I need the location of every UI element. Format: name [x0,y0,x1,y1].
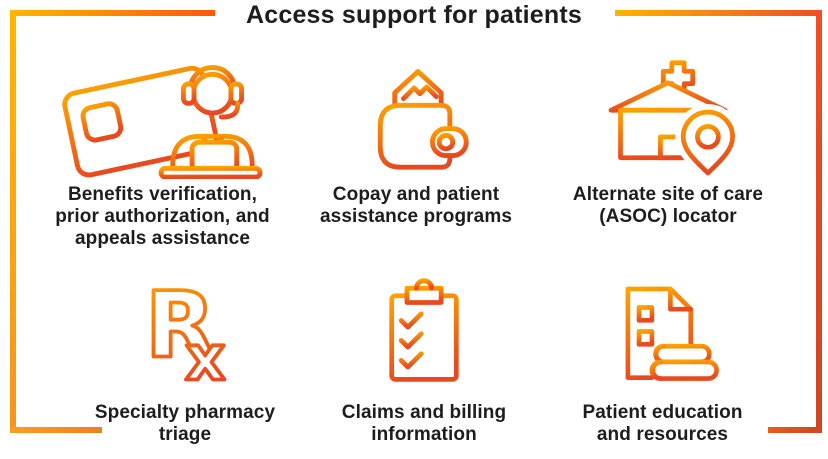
frame-bottom-left-segment [10,427,102,433]
feature-label: Alternate site of care (ASOC) locator [573,184,763,228]
label-line: appeals assistance [74,228,250,249]
feature-label: Specialty pharmacy triage [95,402,275,446]
frame-right-edge [816,10,822,433]
label-line: assistance programs [320,206,512,227]
feature-label: Claims and billing information [342,402,506,446]
checklist-clipboard-icon [367,266,481,394]
wallet-cash-icon [358,50,474,180]
feature-pharmacy-triage: R x Specialty pharmacy triage [62,266,308,446]
feature-copay-assistance: Copay and patient assistance programs [300,50,532,228]
document-books-icon [602,266,724,394]
feature-label: Copay and patient assistance programs [320,184,512,228]
rx-prescription-icon: R x [128,266,242,394]
feature-asoc-locator: Alternate site of care (ASOC) locator [550,50,786,228]
frame-top-left-segment [10,10,215,16]
frame-bottom-right-segment [768,427,822,433]
label-line: Patient education [582,402,743,423]
label-line: Alternate site of care [572,184,764,205]
label-line: Specialty pharmacy [94,402,276,423]
frame-top-right-segment [615,10,822,16]
feature-label: Patient education and resources [582,402,742,446]
label-line: prior authorization, and [55,206,270,227]
label-line: triage [158,424,212,445]
label-line: (ASOC) locator [599,206,737,227]
feature-label: Benefits verification, prior authorizati… [55,184,270,250]
feature-benefits-verification: Benefits verification, prior authorizati… [20,50,305,250]
label-line: Benefits verification, [67,184,258,205]
label-line: Claims and billing [341,402,507,423]
support-agent-id-card-icon [60,50,266,180]
hospital-location-pin-icon [592,50,744,180]
label-line: and resources [596,424,729,445]
label-line: information [371,424,477,445]
label-line: Copay and patient [332,184,500,205]
svg-text:R x: R x [145,273,225,387]
feature-claims-billing: Claims and billing information [308,266,540,446]
feature-patient-education: Patient education and resources [546,266,779,446]
frame-left-edge [10,10,16,433]
page-title: Access support for patients [245,1,583,29]
